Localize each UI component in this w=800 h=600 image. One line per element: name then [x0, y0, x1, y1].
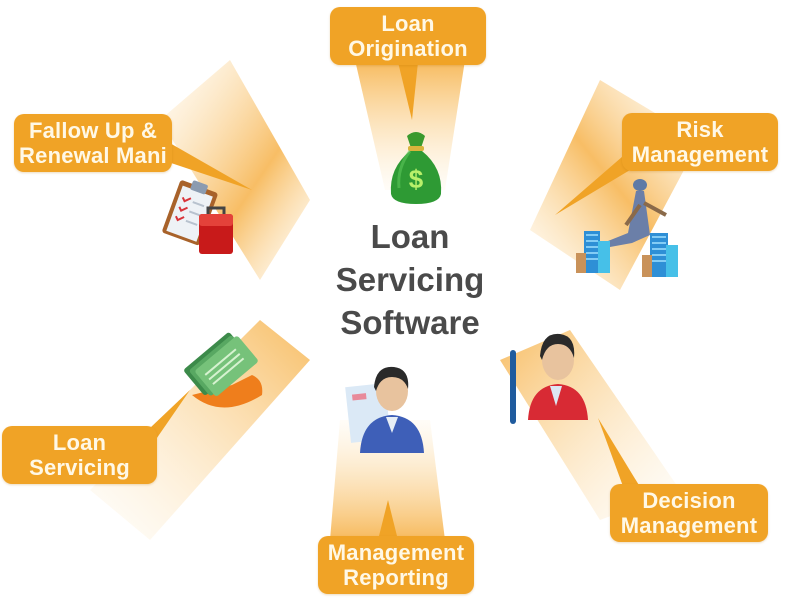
callout-decision-management: Decision Management [610, 484, 768, 542]
callout-line: Origination [348, 36, 468, 61]
callout-risk-management: Risk Management [622, 113, 778, 171]
callout-line: Renewal Mani [19, 143, 167, 168]
money-bag-icon: $ [390, 132, 442, 204]
callout-loan-origination: Loan Origination [330, 7, 486, 65]
center-title: Loan Servicing Software [320, 215, 500, 344]
callout-line: Risk [676, 116, 724, 142]
callout-management-reporting: Management Reporting [318, 536, 474, 594]
center-title-line-3: Software [340, 304, 480, 341]
center-title-line-1: Loan [370, 218, 450, 255]
callout-line: Reporting [343, 565, 449, 590]
callout-line: Decision [642, 487, 736, 513]
user-blue-document-icon [345, 366, 424, 453]
risk-buildings-icon [576, 179, 678, 277]
callout-line: Loan [381, 10, 435, 36]
center-title-line-2: Servicing [335, 261, 485, 298]
svg-text:$: $ [409, 164, 424, 194]
clipboard-briefcase-icon [162, 180, 233, 254]
callout-line: Servicing [29, 455, 130, 480]
callout-loan-servicing: Loan Servicing [2, 426, 157, 484]
callout-line: Management [327, 539, 465, 565]
cash-stack-icon [184, 332, 263, 408]
callout-line: Fallow Up & [28, 117, 158, 143]
user-red-pen-icon [510, 333, 588, 424]
callout-follow-up-renewal: Fallow Up & Renewal Mani [14, 114, 172, 172]
callout-line: Management [631, 142, 769, 167]
callout-line: Management [620, 513, 758, 538]
callout-line: Loan [52, 429, 107, 455]
